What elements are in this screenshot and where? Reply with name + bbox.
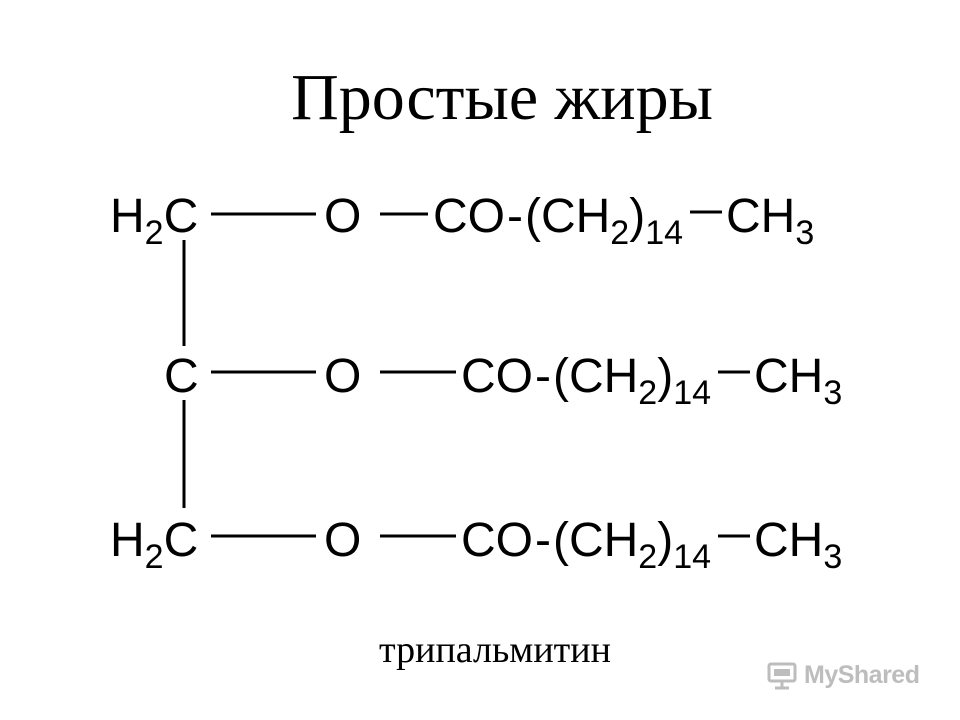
- projector-icon: [767, 662, 797, 690]
- row-3-carbon: H2C: [110, 514, 198, 576]
- slide-title: Простые жиры: [291, 61, 713, 134]
- watermark-text: MyShared: [804, 660, 920, 689]
- row-2-carbon: C: [164, 350, 199, 403]
- formula-row-3: H2C O CO-(CH2)14 CH3: [110, 514, 842, 576]
- compound-name-caption: трипальмитин: [379, 629, 611, 671]
- row-3-acyl: CO-(CH2)14: [461, 514, 711, 576]
- row-3-methyl: CH3: [754, 514, 842, 576]
- formula-row-2: C O CO-(CH2)14 CH3: [164, 350, 842, 412]
- row-2-methyl: CH3: [754, 350, 842, 412]
- row-2-acyl: CO-(CH2)14: [461, 350, 711, 412]
- row-1-methyl: CH3: [726, 190, 814, 252]
- row-1-carbon: H2C: [110, 190, 198, 252]
- watermark: MyShared: [766, 656, 936, 694]
- formula-row-1: H2C O CO-(CH2)14 CH3: [110, 190, 814, 252]
- row-2-oxygen: O: [324, 350, 361, 403]
- row-1-acyl: CO-(CH2)14: [433, 190, 683, 252]
- row-3-oxygen: O: [324, 514, 361, 567]
- row-1-oxygen: O: [324, 190, 361, 243]
